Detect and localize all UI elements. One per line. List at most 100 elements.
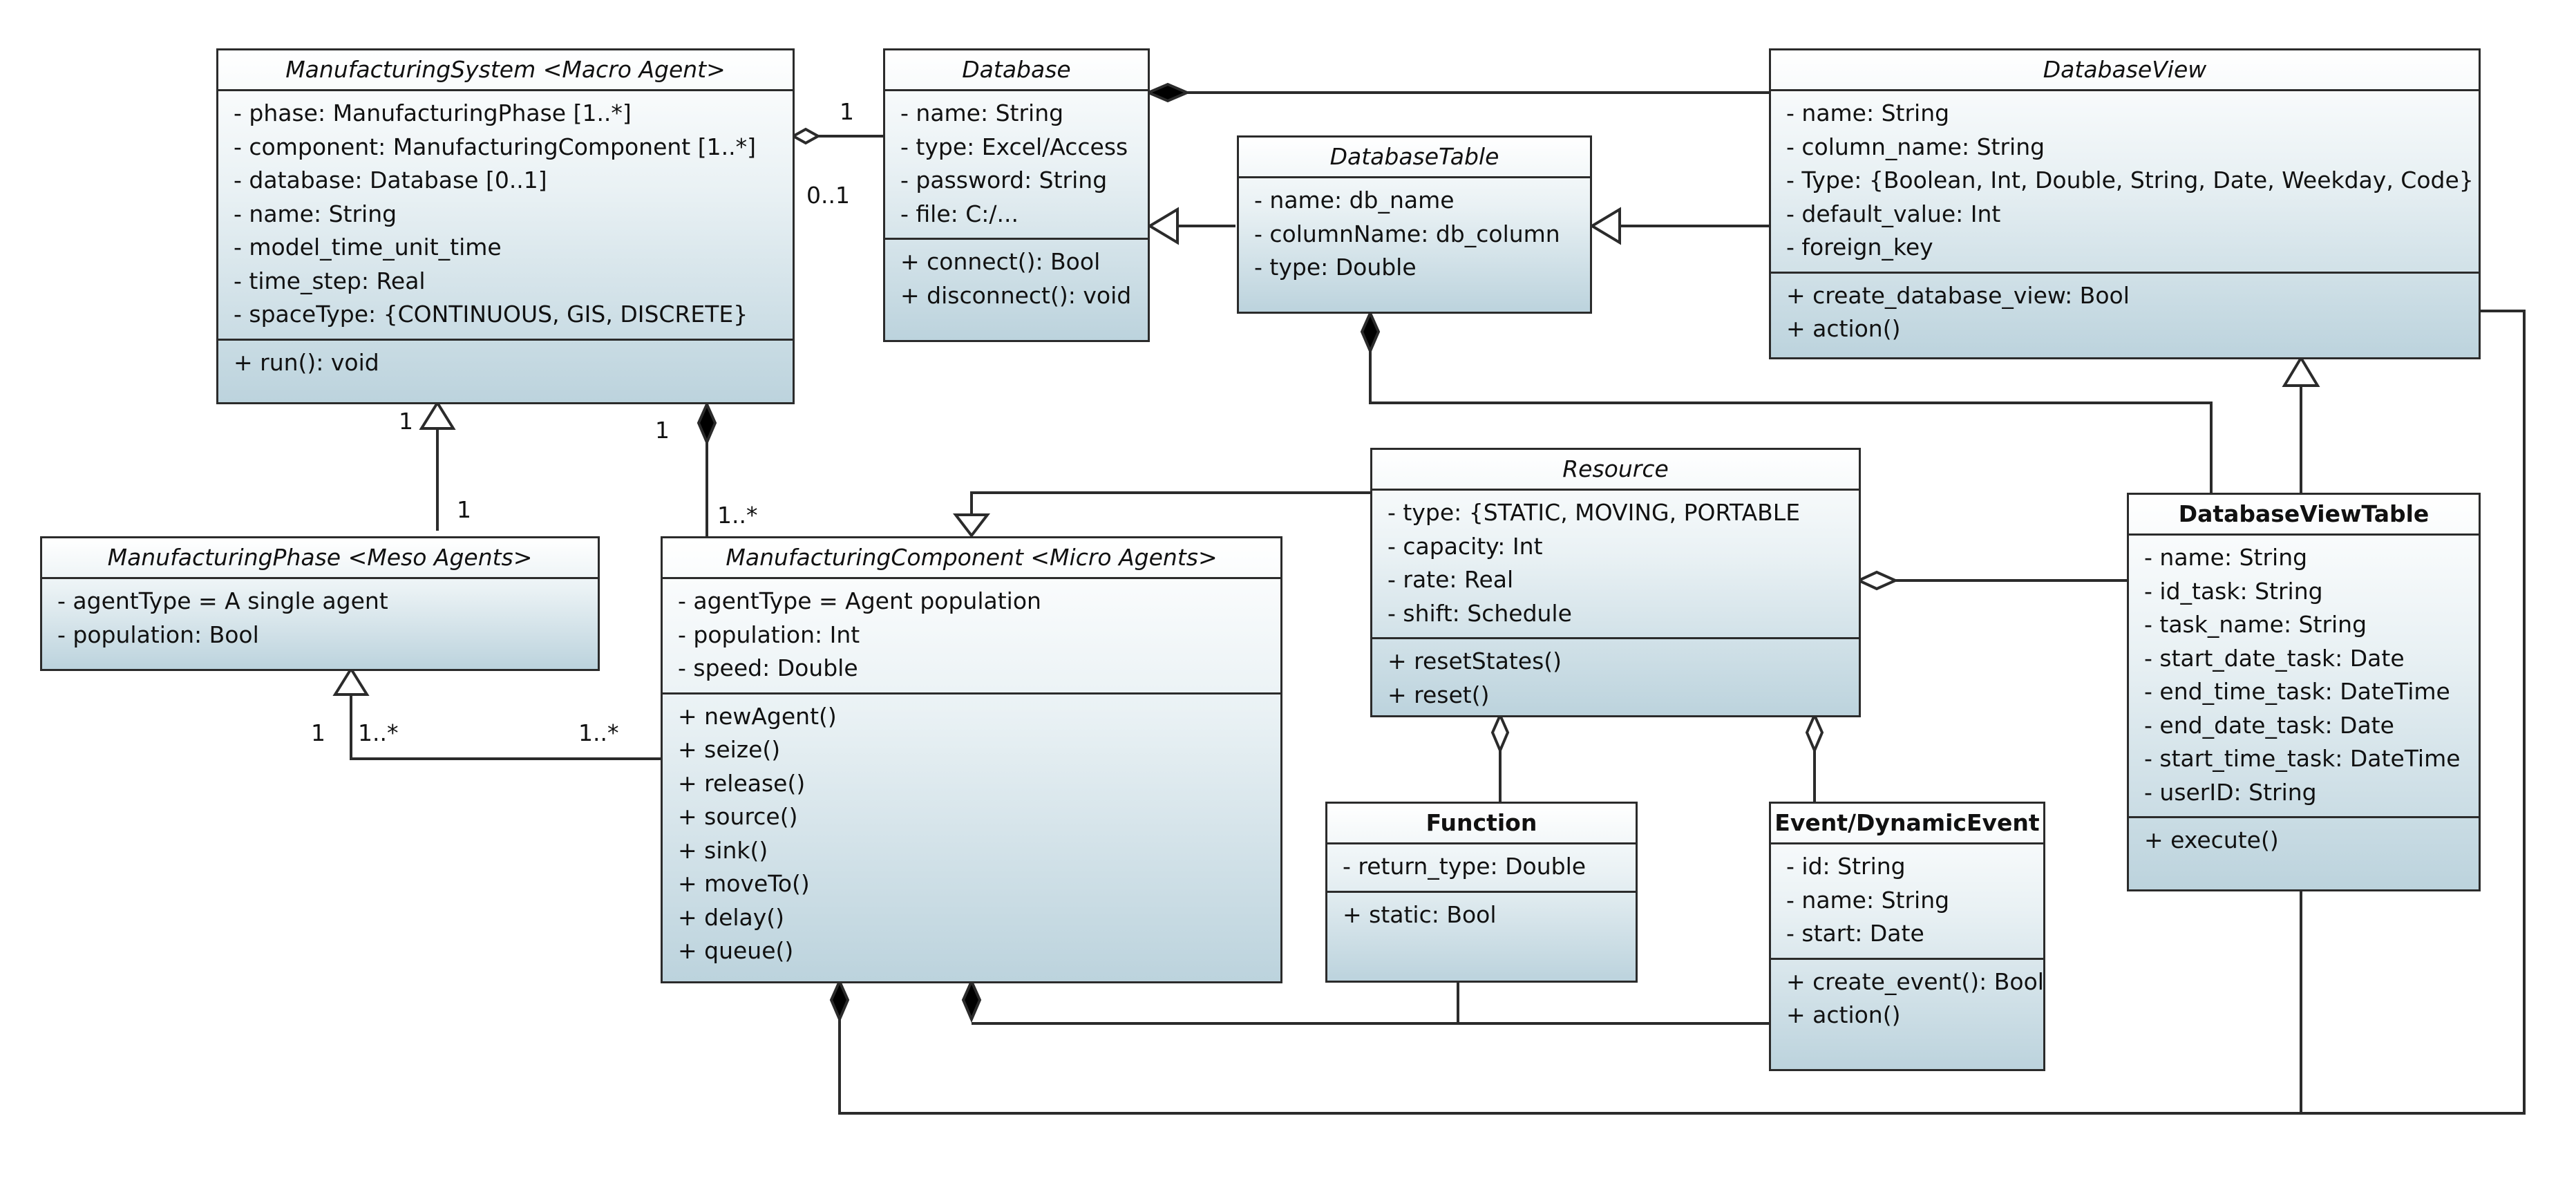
aggregation-diamond-resource-event (1805, 712, 1824, 755)
line-component-phase (350, 695, 661, 760)
attributes-section: - id: String - name: String - start: Dat… (1771, 844, 2043, 960)
operation: + create_database_view: Bool (1786, 281, 2130, 309)
attribute: - start: Date (1786, 920, 1924, 947)
attribute: - file: C:/... (900, 200, 1019, 227)
multiplicity-label: 1..* (717, 502, 758, 529)
operation: + connect(): Bool (900, 248, 1101, 275)
multiplicity-label: 1..* (578, 719, 619, 746)
operation: + resetStates() (1388, 648, 1562, 674)
operations-section: + run(): void (218, 341, 793, 387)
class-database-view-table[interactable]: DatabaseViewTable - name: String - id_ta… (2127, 493, 2481, 891)
attribute: - end_date_task: Date (2144, 711, 2394, 739)
attribute: - time_step: Real (234, 267, 426, 294)
class-event[interactable]: Event/DynamicEvent - id: String - name: … (1769, 802, 2045, 1071)
attribute: - rate: Real (1388, 566, 1514, 593)
attribute: - population: Int (678, 621, 860, 648)
generalization-arrow-databaseview (2282, 355, 2320, 387)
operation: + release() (678, 769, 806, 797)
class-title: DatabaseTable (1239, 138, 1590, 178)
attribute: - name: String (1786, 886, 1950, 914)
class-title: Database (885, 50, 1148, 91)
attribute: - id: String (1786, 853, 1906, 880)
attribute: - type: Excel/Access (900, 133, 1128, 160)
line-databasetable-viewtable (1369, 351, 2213, 493)
attribute: - return_type: Double (1343, 853, 1587, 880)
attribute: - name: String (900, 100, 1064, 126)
generalization-arrow-component (952, 513, 991, 538)
operation: + action() (1786, 1001, 1901, 1028)
composition-diamond-databasetable (1360, 310, 1381, 355)
attribute: - columnName: db_column (1254, 220, 1560, 247)
class-title: DatabaseViewTable (2129, 495, 2479, 536)
class-title: ManufacturingSystem <Macro Agent> (218, 50, 793, 91)
class-manufacturing-system[interactable]: ManufacturingSystem <Macro Agent> - phas… (216, 48, 795, 404)
attribute: - type: Double (1254, 254, 1417, 281)
class-title: ManufacturingPhase <Meso Agents> (42, 538, 598, 579)
operation: + seize() (678, 736, 781, 763)
class-database-table[interactable]: DatabaseTable - name: db_name - columnNa… (1237, 135, 1592, 314)
operation: + newAgent() (678, 702, 837, 730)
attribute: - column_name: String (1786, 133, 2045, 160)
operation: + create_event(): Bool (1786, 967, 2043, 995)
generalization-arrow-system (419, 400, 456, 430)
operation: + execute() (2144, 826, 2279, 853)
attributes-section: - agentType = Agent population - populat… (663, 579, 1280, 695)
multiplicity-label: 1..* (358, 719, 399, 746)
multiplicity-label: 1 (655, 417, 670, 444)
attribute: - type: {STATIC, MOVING, PORTABLE (1388, 499, 1801, 526)
line-resource-component (970, 491, 1370, 515)
class-manufacturing-phase[interactable]: ManufacturingPhase <Meso Agents> - agent… (40, 536, 600, 671)
multiplicity-label: 1 (840, 98, 854, 125)
operation: + source() (678, 803, 798, 830)
class-title: ManufacturingComponent <Micro Agents> (663, 538, 1280, 579)
attribute: - name: db_name (1254, 187, 1455, 214)
attributes-section: - name: String - column_name: String - T… (1771, 91, 2479, 274)
class-manufacturing-component[interactable]: ManufacturingComponent <Micro Agents> - … (661, 536, 1282, 983)
attribute: - name: String (1786, 100, 1950, 126)
generalization-arrow-databasetable (1589, 207, 1621, 245)
class-title: Event/DynamicEvent (1771, 804, 2043, 844)
attribute: - component: ManufacturingComponent [1..… (234, 133, 756, 160)
attribute: - speed: Double (678, 654, 858, 681)
attribute: - end_time_task: DateTime (2144, 678, 2450, 705)
operation: + disconnect(): void (900, 281, 1132, 309)
attribute: - task_name: String (2144, 611, 2367, 638)
attributes-section: - phase: ManufacturingPhase [1..*] - com… (218, 91, 793, 341)
attribute: - default_value: Int (1786, 200, 2001, 227)
multiplicity-label: 1 (457, 496, 471, 523)
operation: + reset() (1388, 681, 1490, 708)
attribute: - population: Bool (57, 621, 259, 648)
attribute: - start_time_task: DateTime (2144, 745, 2461, 772)
composition-diamond-system-component (697, 401, 717, 446)
generalization-arrow-phase (332, 666, 370, 696)
aggregation-diamond-resource-function (1490, 712, 1510, 755)
operation: + queue() (678, 937, 794, 964)
attribute: - capacity: Int (1388, 532, 1543, 560)
operations-section: + newAgent() + seize() + release() + sou… (663, 695, 1280, 975)
operation: + static: Bool (1343, 900, 1497, 928)
operations-section: + execute() (2129, 818, 2479, 865)
class-function[interactable]: Function - return_type: Double + static:… (1325, 802, 1638, 983)
class-database[interactable]: Database - name: String - type: Excel/Ac… (883, 48, 1150, 342)
attribute: - name: String (234, 200, 397, 227)
operations-section: + resetStates() + reset() (1372, 639, 1859, 719)
composition-diamond-component-function (961, 978, 982, 1023)
operation: + sink() (678, 836, 768, 864)
class-title: Resource (1372, 450, 1859, 491)
attribute: - id_task: String (2144, 577, 2323, 605)
operation: + action() (1786, 315, 1901, 342)
class-resource[interactable]: Resource - type: {STATIC, MOVING, PORTAB… (1370, 448, 1861, 717)
operation: + moveTo() (678, 870, 810, 897)
attribute: - shift: Schedule (1388, 599, 1572, 627)
class-title: Function (1327, 804, 1636, 844)
attributes-section: - type: {STATIC, MOVING, PORTABLE - capa… (1372, 491, 1859, 639)
operation: + run(): void (234, 348, 379, 376)
operations-section: + connect(): Bool + disconnect(): void (885, 240, 1148, 319)
attributes-section: - agentType = A single agent - populatio… (42, 579, 598, 659)
class-title: DatabaseView (1771, 50, 2479, 91)
attribute: - start_date_task: Date (2144, 644, 2405, 672)
attributes-section: - name: db_name - columnName: db_column … (1239, 178, 1590, 292)
class-database-view[interactable]: DatabaseView - name: String - column_nam… (1769, 48, 2481, 359)
